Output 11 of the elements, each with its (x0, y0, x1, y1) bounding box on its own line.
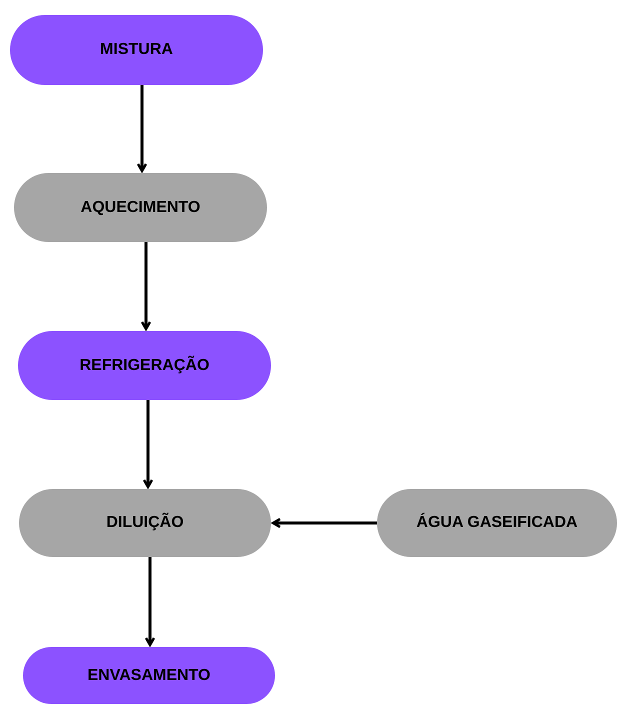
step-label: MISTURA (100, 40, 173, 60)
arrow (144, 557, 156, 646)
step-label: DILUIÇÃO (106, 512, 184, 533)
step-label: ENVASAMENTO (88, 666, 210, 686)
arrow (140, 242, 152, 330)
step-label: AQUECIMENTO (80, 198, 200, 218)
arrow (142, 400, 154, 488)
arrow (272, 518, 377, 528)
step-label: ÁGUA GASEIFICADA (416, 512, 578, 533)
step-label: REFRIGERAÇÃO (80, 354, 210, 376)
arrow (136, 85, 148, 172)
